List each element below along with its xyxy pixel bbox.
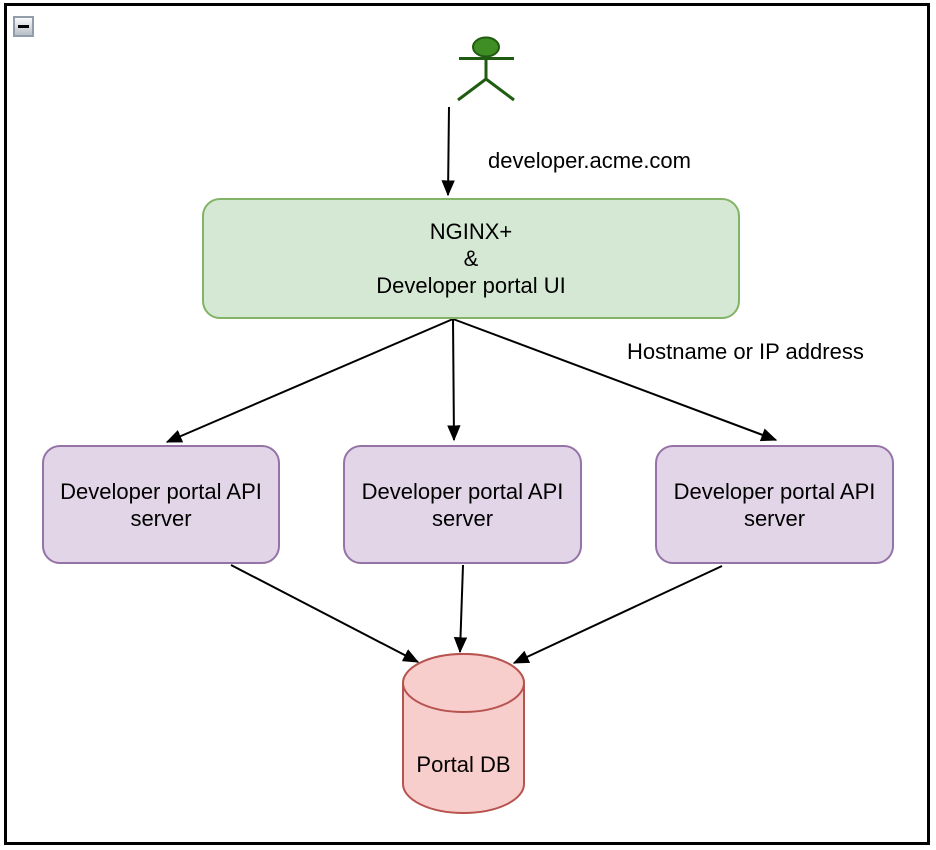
minus-icon <box>18 25 29 28</box>
node-api-server-3: Developer portal API server <box>655 445 894 564</box>
diagram-border <box>4 3 930 845</box>
node-label: Developer portal API server <box>673 478 876 531</box>
node-api-server-2: Developer portal API server <box>343 445 582 564</box>
edge-label-request-domain: developer.acme.com <box>488 148 691 173</box>
node-database-label: Portal DB <box>416 752 511 777</box>
node-label: Developer portal API server <box>361 478 564 531</box>
edge-label-hostname-or-ip: Hostname or IP address <box>627 339 864 364</box>
node-label: NGINX+ & Developer portal UI <box>376 219 566 298</box>
node-api-server-1: Developer portal API server <box>42 445 280 564</box>
node-nginx-developer-portal-ui: NGINX+ & Developer portal UI <box>202 198 740 319</box>
collapse-diagram-button[interactable] <box>13 16 34 37</box>
node-label: Developer portal API server <box>60 478 262 531</box>
